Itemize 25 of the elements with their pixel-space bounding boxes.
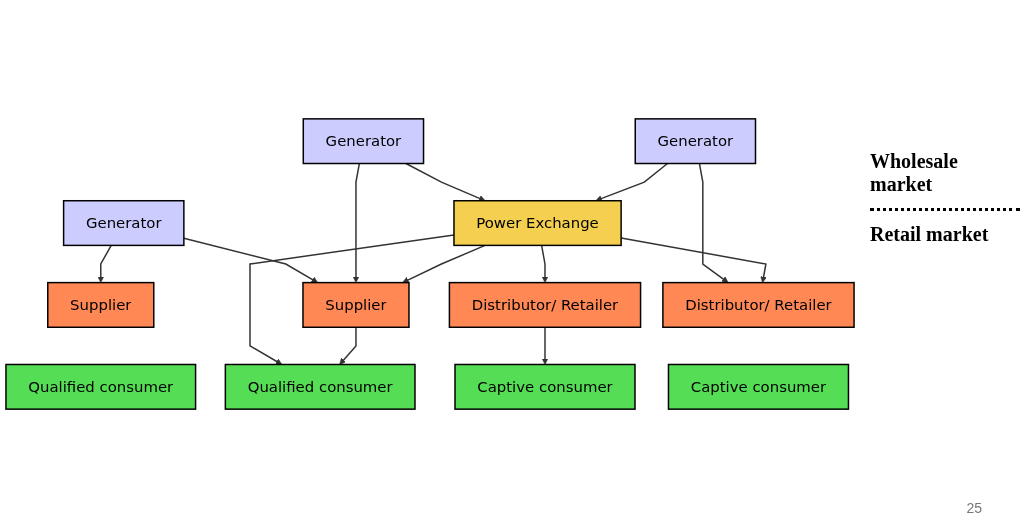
node-box: Qualified consumer	[224, 363, 416, 410]
arrow	[339, 326, 357, 365]
node-box: Supplier	[302, 281, 410, 328]
arrow	[402, 244, 486, 283]
page-number: 25	[966, 500, 982, 516]
arrow	[97, 244, 112, 283]
arrow	[405, 162, 486, 202]
node-box: Qualified consumer	[5, 363, 197, 410]
arrow	[698, 162, 729, 283]
node-box: Generator	[302, 118, 425, 165]
node-box: Distributor/ Retailer	[662, 281, 855, 328]
node-box: Power Exchange	[453, 200, 622, 247]
node-box: Captive consumer	[667, 363, 850, 410]
node-box: Distributor/ Retailer	[448, 281, 642, 328]
node-box: Supplier	[47, 281, 155, 328]
node-box: Generator	[62, 200, 185, 247]
market-label: Wholesale market	[870, 150, 959, 196]
arrow	[352, 162, 361, 283]
node-box: Generator	[634, 118, 757, 165]
market-label: Retail market	[870, 223, 990, 246]
arrow	[540, 244, 549, 283]
node-box: Captive consumer	[454, 363, 636, 410]
arrow	[183, 237, 318, 283]
arrow	[541, 326, 549, 365]
arrow	[595, 162, 669, 202]
